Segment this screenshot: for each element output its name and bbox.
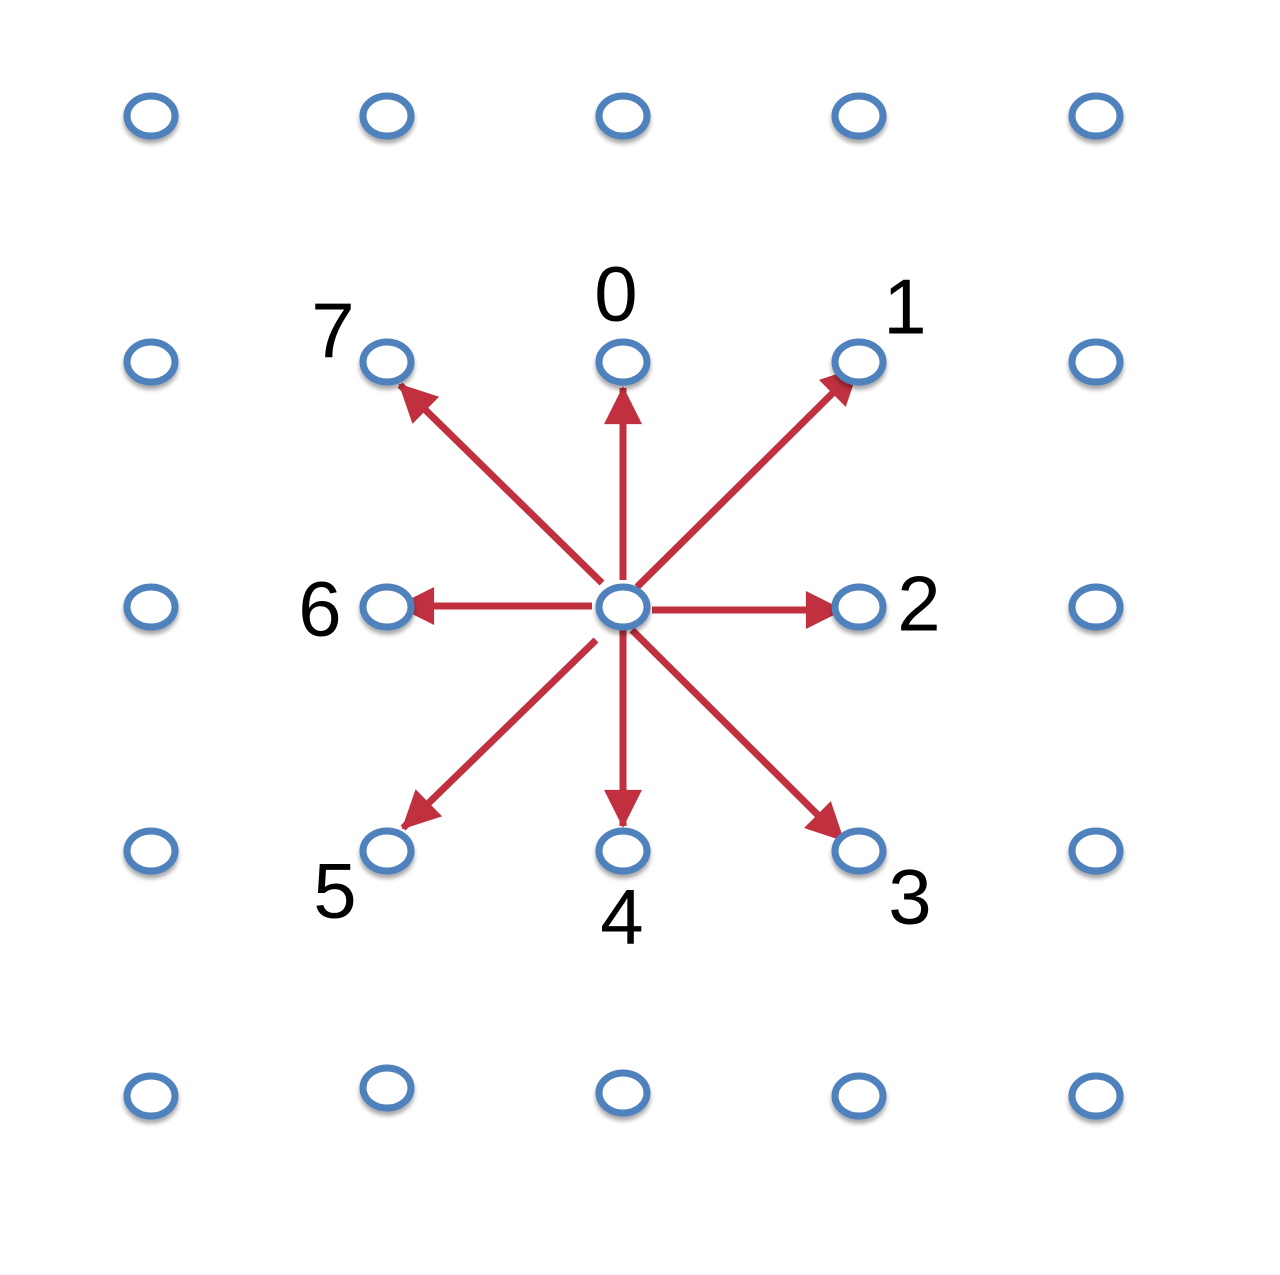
grid-node-r5-c1 <box>123 1072 179 1120</box>
grid-node-r4-c2 <box>359 827 415 875</box>
direction-label-2: 2 <box>897 560 940 648</box>
direction-labels: 0 1 2 3 4 5 6 7 <box>298 250 940 961</box>
arrow-7-up-left <box>397 382 605 586</box>
direction-label-3: 3 <box>888 853 931 941</box>
grid-node-r4-c3 <box>595 827 651 875</box>
grid-node-r3-c3 <box>595 583 651 631</box>
grid-node-r5-c3 <box>595 1069 651 1117</box>
arrow-5-down-left <box>400 637 599 831</box>
direction-label-7: 7 <box>311 287 354 375</box>
grid-node-r4-c1 <box>123 827 179 875</box>
grid-node-r3-c4 <box>831 583 887 631</box>
grid-nodes <box>123 92 1124 1120</box>
grid-node-r3-c2 <box>359 583 415 631</box>
grid-node-r2-c5 <box>1068 338 1124 386</box>
grid-node-r1-c2 <box>359 92 415 140</box>
grid-node-r5-c5 <box>1068 1072 1124 1120</box>
grid-node-r1-c4 <box>831 92 887 140</box>
direction-label-4: 4 <box>600 873 643 961</box>
grid-node-r1-c1 <box>123 92 179 140</box>
grid-node-r2-c2 <box>359 338 415 386</box>
grid-node-r4-c5 <box>1068 827 1124 875</box>
grid-node-r1-c5 <box>1068 92 1124 140</box>
direction-label-5: 5 <box>313 847 356 935</box>
grid-node-r2-c3 <box>595 338 651 386</box>
direction-label-1: 1 <box>883 263 926 351</box>
grid-node-r4-c4 <box>831 827 887 875</box>
arrows <box>396 365 861 843</box>
grid-node-r1-c3 <box>595 92 651 140</box>
grid-node-r2-c1 <box>123 338 179 386</box>
direction-label-6: 6 <box>298 565 341 653</box>
direction-label-0: 0 <box>594 250 637 338</box>
grid-node-r5-c2 <box>359 1064 415 1112</box>
grid-node-r5-c4 <box>831 1072 887 1120</box>
grid-node-r2-c4 <box>831 338 887 386</box>
arrow-3-down-right <box>629 627 846 843</box>
arrow-1-up-right <box>634 365 861 590</box>
grid-node-r3-c5 <box>1068 583 1124 631</box>
grid-node-r3-c1 <box>123 583 179 631</box>
